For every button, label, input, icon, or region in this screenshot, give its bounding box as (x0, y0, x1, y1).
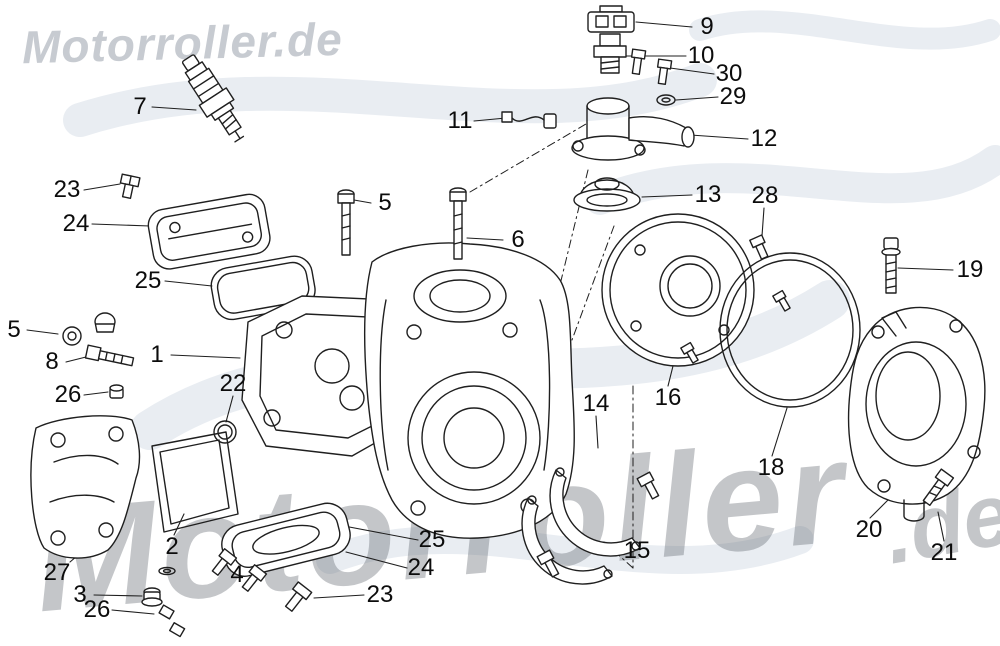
valve-cover (147, 193, 271, 270)
bolt-23-bottom (284, 581, 313, 612)
stud-6 (449, 187, 467, 260)
bracket-27 (30, 415, 141, 559)
sensor-10 (593, 33, 627, 74)
retainer-14 (549, 467, 641, 557)
o-ring-22 (213, 420, 237, 444)
washer-29 (656, 94, 676, 106)
bolt-30b (656, 58, 673, 86)
screw-plate (772, 289, 791, 312)
bolt-14 (636, 471, 660, 500)
thermostat-cap-13 (573, 177, 641, 212)
manifold-plate (221, 502, 351, 577)
bolt-23-top (119, 173, 141, 200)
screw-4a (211, 548, 238, 576)
bolt-19 (881, 237, 901, 294)
nuts-26-bottom (158, 604, 186, 638)
nut-26-upper (109, 384, 124, 399)
nut-washer-5-left (62, 312, 116, 346)
stud-5 (337, 189, 355, 256)
bolt-15 (536, 549, 560, 578)
o-ring-18 (719, 252, 861, 408)
washer-3 (158, 566, 176, 576)
screw-4b (241, 564, 268, 592)
bearing-plate-16 (601, 213, 755, 367)
bolt-30a (630, 48, 647, 76)
plug-3 (141, 587, 163, 607)
thermostat-housing-12 (571, 97, 695, 161)
bolt-8 (84, 344, 135, 367)
side-cover-20 (847, 306, 986, 522)
bolt-21 (922, 468, 955, 506)
crankcase (364, 242, 575, 539)
temp-sender-11 (501, 111, 557, 129)
spark-plug (181, 54, 245, 143)
sensor-connector-9 (587, 5, 635, 33)
screw-16 (680, 341, 699, 364)
base-gasket-2 (151, 431, 239, 533)
retainer-15 (521, 495, 613, 585)
